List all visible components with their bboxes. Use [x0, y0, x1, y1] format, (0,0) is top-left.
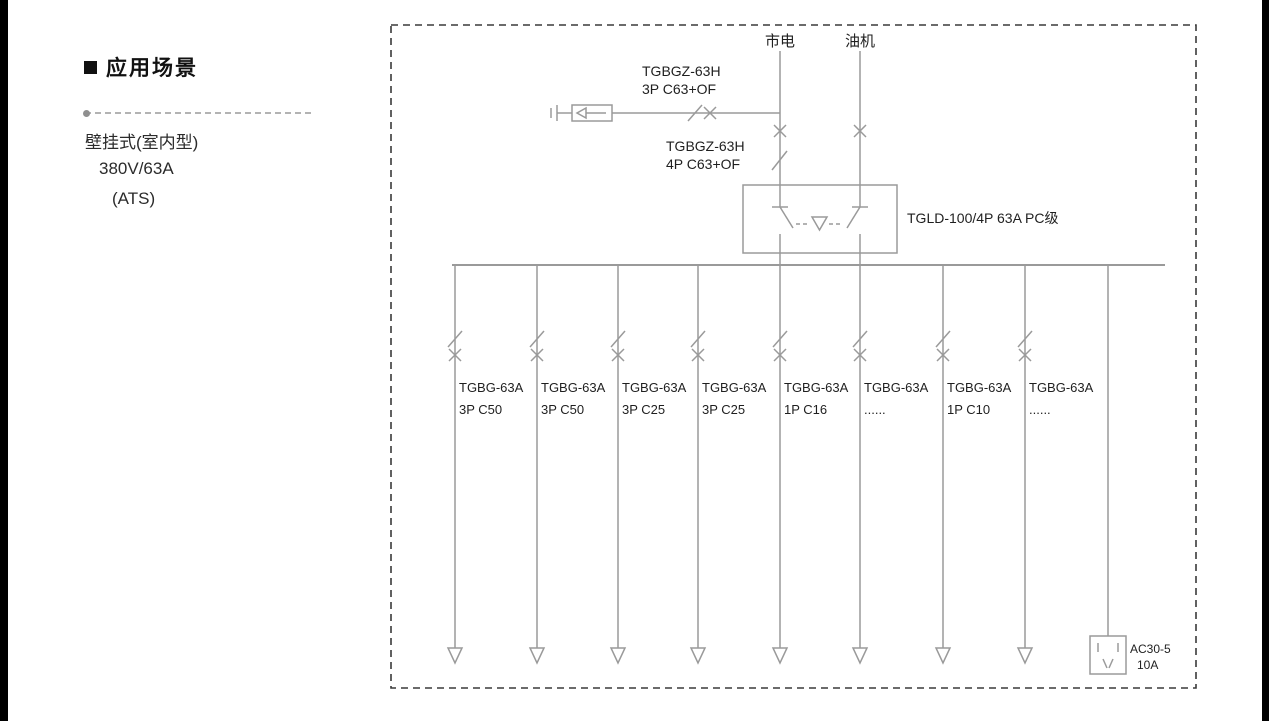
generator-source-label: 油机 — [845, 33, 875, 50]
spd-arrow-icon — [575, 106, 587, 120]
feeder-model-label: TGBG-63A — [702, 380, 767, 395]
socket-label-line2: 10A — [1137, 658, 1158, 672]
feeder: TGBG-63A ...... — [1017, 265, 1094, 664]
main-breaker-label-line2: 4P C63+OF — [666, 156, 740, 172]
ats-mechanism-triangle-icon — [810, 216, 829, 232]
right-edge-bar — [1262, 0, 1269, 721]
socket-slot-ground-left — [1102, 658, 1108, 669]
feeder: TGBG-63A 3P C50 — [447, 265, 524, 664]
spd-branch — [550, 104, 780, 122]
feeder-model-label: TGBG-63A — [622, 380, 687, 395]
feeder-model-label: TGBG-63A — [459, 380, 524, 395]
feeder-model-label: TGBG-63A — [784, 380, 849, 395]
rating-label: 380V/63A — [99, 159, 174, 178]
feeder-model-label: TGBG-63A — [947, 380, 1012, 395]
feeder-spec-label: 3P C25 — [622, 402, 665, 417]
socket-feeder: AC30-5 10A — [1089, 265, 1171, 675]
feeder-arrow-icon — [852, 647, 868, 664]
feeder-model-label: TGBG-63A — [864, 380, 929, 395]
separator-dot-icon — [83, 110, 90, 117]
ats-label: TGLD-100/4P 63A PC级 — [907, 210, 1058, 226]
main-breaker-label-line1: TGBGZ-63H — [666, 138, 745, 154]
ats-tag-label: (ATS) — [112, 189, 156, 208]
spd-breaker-label-line2: 3P C63+OF — [642, 81, 716, 97]
feeder: TGBG-63A 1P C16 — [772, 265, 849, 664]
spd-breaker-symbol — [687, 104, 717, 122]
sidebar: 应用场景 壁挂式(室内型) 380V/63A (ATS) — [83, 52, 334, 232]
left-edge-bar — [0, 0, 8, 721]
section-title: 应用场景 — [84, 52, 198, 82]
feeder: TGBG-63A 1P C10 — [935, 265, 1012, 664]
feeder-model-label: TGBG-63A — [1029, 380, 1094, 395]
feeder: TGBG-63A 3P C50 — [529, 265, 606, 664]
feeder-arrow-icon — [1017, 647, 1033, 664]
spd-breaker-label-line1: TGBGZ-63H — [642, 63, 721, 79]
diagram-border — [390, 24, 1197, 689]
feeder-spec-label: 1P C10 — [947, 402, 990, 417]
mains-breaker-symbol — [771, 124, 788, 171]
mains-source-label: 市电 — [765, 33, 795, 50]
feeder-spec-label: ...... — [1029, 402, 1051, 417]
socket-label-line1: AC30-5 — [1130, 642, 1171, 656]
generator-breaker-symbol — [853, 124, 867, 138]
ats-generator-blade — [846, 206, 861, 229]
feeder-arrow-icon — [529, 647, 545, 664]
socket-icon — [1089, 635, 1127, 675]
ats-box — [742, 184, 898, 254]
feeder-arrow-icon — [935, 647, 951, 664]
socket-slot-ground-right — [1108, 658, 1114, 669]
square-bullet-icon — [84, 60, 97, 74]
feeder-spec-label: 3P C25 — [702, 402, 745, 417]
ats-mains-blade — [779, 206, 794, 229]
feeder-spec-label: ...... — [864, 402, 886, 417]
feeder-arrow-icon — [610, 647, 626, 664]
feeder-spec-label: 3P C50 — [459, 402, 502, 417]
mounting-type-label: 壁挂式(室内型) — [85, 133, 199, 152]
feeder-arrow-icon — [772, 647, 788, 664]
feeder: TGBG-63A ...... — [852, 265, 929, 664]
feeder-spec-label: 3P C50 — [541, 402, 584, 417]
feeder-arrow-icon — [447, 647, 463, 664]
feeder-model-label: TGBG-63A — [541, 380, 606, 395]
feeder-spec-label: 1P C16 — [784, 402, 827, 417]
dashed-separator — [83, 110, 311, 117]
ats-switch — [742, 184, 898, 265]
feeder: TGBG-63A 3P C25 — [610, 265, 687, 664]
feeder-arrow-icon — [690, 647, 706, 664]
feeder: TGBG-63A 3P C25 — [690, 265, 767, 664]
section-title-text: 应用场景 — [106, 57, 198, 80]
